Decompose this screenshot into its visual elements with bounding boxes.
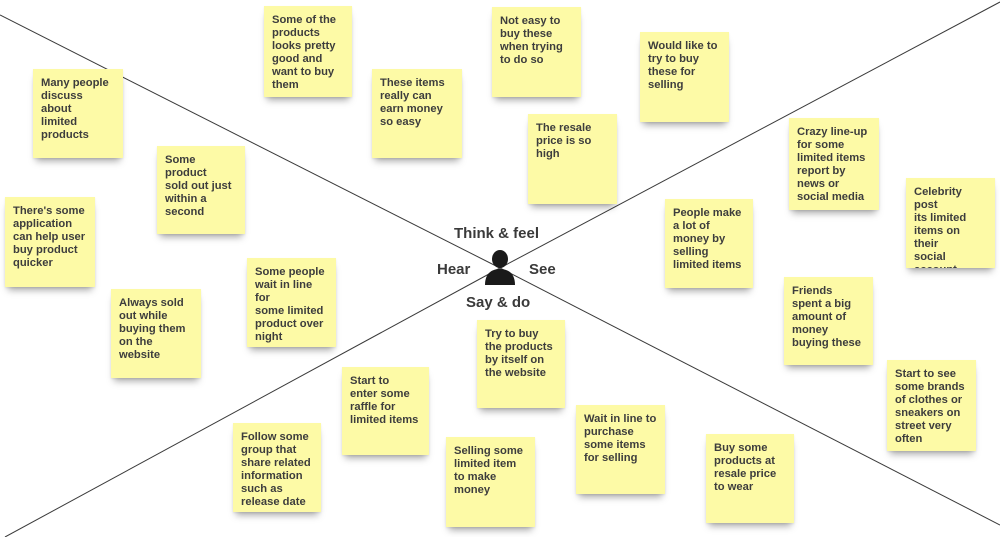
sticky-note-hear-1: Many people discuss about limited produc…	[33, 69, 123, 158]
sticky-note-hear-3: There's some application can help user b…	[5, 197, 95, 287]
note-text: Many people discuss about limited produc…	[41, 77, 109, 141]
note-text: Try to buy the products by itself on the…	[485, 328, 553, 379]
label-see: See	[529, 261, 556, 278]
note-text: Some people wait in line for some limite…	[255, 266, 325, 343]
note-text: Always sold out while buying them on the…	[119, 297, 186, 361]
sticky-note-say-1: Try to buy the products by itself on the…	[477, 320, 565, 408]
divider-line-bottom-left	[4, 267, 501, 537]
note-text: Would like to try to buy these for selli…	[648, 40, 718, 91]
note-text: Not easy to buy these when trying to do …	[500, 15, 563, 66]
sticky-note-see-3: People make a lot of money by selling li…	[665, 199, 753, 288]
note-text: Wait in line to purchase some items for …	[584, 413, 657, 464]
note-text: Follow some group that share related inf…	[241, 431, 311, 508]
label-hear: Hear	[437, 261, 471, 278]
note-text: Some product sold out just within a seco…	[165, 154, 232, 218]
sticky-note-see-1: Crazy line-up for some limited items rep…	[789, 118, 879, 210]
note-text: Crazy line-up for some limited items rep…	[797, 126, 868, 203]
sticky-note-see-2: Celebrity post its limited items on thei…	[906, 178, 995, 268]
sticky-note-think-3: Not easy to buy these when trying to do …	[492, 7, 581, 97]
sticky-note-say-4: Selling some limited item to make money	[446, 437, 535, 527]
note-text: There's some application can help user b…	[13, 205, 86, 269]
label-think-feel: Think & feel	[454, 225, 540, 242]
sticky-note-hear-5: Some people wait in line for some limite…	[247, 258, 336, 347]
sticky-note-think-1: Some of the products looks pretty good a…	[264, 6, 352, 97]
note-text: Selling some limited item to make money	[454, 445, 524, 496]
note-text: Celebrity post its limited items on thei…	[914, 186, 967, 268]
label-say-do: Say & do	[466, 294, 531, 311]
sticky-note-think-2: These items really can earn money so eas…	[372, 69, 462, 158]
sticky-note-think-5: The resale price is so high	[528, 114, 617, 204]
sticky-note-say-2: Start to enter some raffle for limited i…	[342, 367, 429, 455]
sticky-note-think-4: Would like to try to buy these for selli…	[640, 32, 729, 122]
sticky-note-say-5: Wait in line to purchase some items for …	[576, 405, 665, 494]
sticky-note-say-3: Follow some group that share related inf…	[233, 423, 321, 512]
note-text: Some of the products looks pretty good a…	[272, 14, 337, 91]
sticky-note-see-4: Friends spent a big amount of money buyi…	[784, 277, 873, 365]
person-icon	[485, 250, 515, 285]
note-text: The resale price is so high	[536, 122, 592, 160]
note-text: Start to enter some raffle for limited i…	[350, 375, 419, 426]
divider-line-bottom-right	[499, 267, 1000, 526]
note-text: Start to see some brands of clothes or s…	[895, 368, 965, 445]
sticky-note-say-6: Buy some products at resale price to wea…	[706, 434, 794, 523]
divider-line-top-left	[0, 14, 501, 269]
sticky-note-hear-2: Some product sold out just within a seco…	[157, 146, 245, 234]
divider-line-top-right	[499, 1, 1000, 269]
sticky-note-see-5: Start to see some brands of clothes or s…	[887, 360, 976, 451]
note-text: Buy some products at resale price to wea…	[714, 442, 777, 493]
note-text: Friends spent a big amount of money buyi…	[792, 285, 861, 349]
note-text: People make a lot of money by selling li…	[673, 207, 742, 271]
note-text: These items really can earn money so eas…	[380, 77, 445, 128]
sticky-note-hear-4: Always sold out while buying them on the…	[111, 289, 201, 378]
